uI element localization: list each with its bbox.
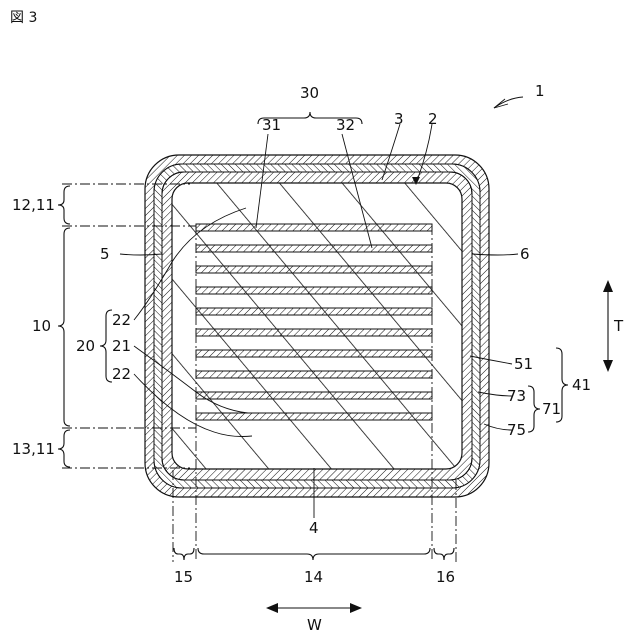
label-electrodes: 30	[300, 84, 319, 102]
label-assembly: 1	[535, 82, 545, 100]
internal-electrode-9	[196, 392, 432, 399]
label-electrode-a: 31	[262, 116, 281, 134]
label-left-margin: 15	[174, 568, 193, 586]
label-plating-inner: 73	[507, 387, 526, 405]
internal-electrode-1	[196, 224, 432, 231]
label-electrode-b: 32	[336, 116, 355, 134]
internal-electrode-8	[196, 371, 432, 378]
label-sub-b: 22	[112, 365, 131, 383]
label-axis-w: W	[307, 616, 322, 634]
label-body: 10	[32, 317, 51, 335]
label-external: 41	[572, 376, 591, 394]
label-right-margin: 16	[436, 568, 455, 586]
label-lower-cover: 13,11	[12, 440, 55, 458]
label-stack: 20	[76, 337, 95, 355]
right-braces	[528, 348, 568, 432]
label-first-layer: 2	[428, 110, 438, 128]
label-cutout: 4	[309, 519, 319, 537]
label-upper-cover: 12,11	[12, 196, 55, 214]
label-plating: 71	[542, 400, 561, 418]
label-second-layer: 3	[394, 110, 404, 128]
left-braces	[58, 186, 112, 467]
label-right-face: 6	[520, 245, 530, 263]
label-base: 51	[514, 355, 533, 373]
figure-title: 図 3	[10, 10, 37, 26]
internal-electrode-3	[196, 266, 432, 273]
label-plating-outer: 75	[507, 421, 526, 439]
t-axis-arrow	[603, 280, 613, 372]
bottom-braces	[174, 548, 454, 560]
internal-electrode-6	[196, 329, 432, 336]
label-axis-t: T	[613, 317, 624, 335]
internal-electrode-5	[196, 308, 432, 315]
label-center-w: 14	[304, 568, 323, 586]
internal-electrode-4	[196, 287, 432, 294]
w-axis-arrow	[266, 603, 362, 613]
label-sub-a: 22	[112, 311, 131, 329]
internal-electrode-10	[196, 413, 432, 420]
label-left-face: 5	[100, 245, 110, 263]
internal-electrode-7	[196, 350, 432, 357]
internal-electrode-2	[196, 245, 432, 252]
label-core: 21	[112, 337, 131, 355]
